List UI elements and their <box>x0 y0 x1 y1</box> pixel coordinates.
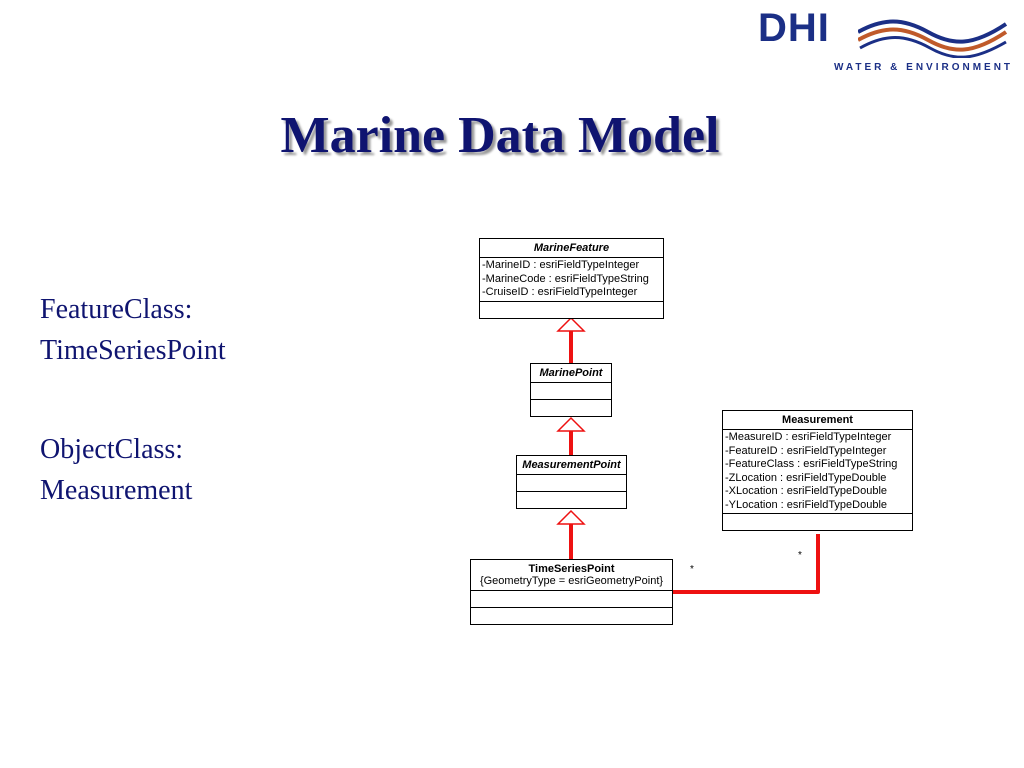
class-timeseriespoint[interactable]: TimeSeriesPoint {GeometryType = esriGeom… <box>470 559 673 625</box>
attribute: -FeatureID : esriFieldTypeInteger <box>725 444 887 457</box>
class-attributes <box>517 475 626 492</box>
logo-wordmark: DHI <box>758 6 830 50</box>
class-attributes: -MarineID : esriFieldTypeInteger -Marine… <box>480 258 663 302</box>
class-measurement[interactable]: Measurement -MeasureID : esriFieldTypeIn… <box>722 410 913 531</box>
class-attributes <box>531 383 611 400</box>
attribute: -MarineID : esriFieldTypeInteger <box>482 259 640 271</box>
multiplicity-left: * <box>690 564 694 575</box>
class-measurementpoint[interactable]: MeasurementPoint <box>516 455 627 509</box>
inheritance-marinepoint-to-marinefeature <box>556 316 586 363</box>
object-class-value: Measurement <box>40 475 193 506</box>
class-marinefeature[interactable]: MarineFeature -MarineID : esriFieldTypeI… <box>479 238 664 319</box>
class-operations <box>723 514 912 530</box>
class-name: MarineFeature <box>480 239 663 258</box>
class-header: TimeSeriesPoint {GeometryType = esriGeom… <box>471 560 672 591</box>
inheritance-timeseriespoint-to-measurementpoint <box>556 509 586 559</box>
class-name: Measurement <box>723 411 912 430</box>
attribute: -YLocation : esriFieldTypeDouble <box>725 498 888 511</box>
association-line <box>672 534 820 594</box>
class-name: TimeSeriesPoint <box>528 563 615 575</box>
wave-icon <box>858 19 1008 58</box>
object-class-label: ObjectClass: <box>40 434 184 465</box>
class-operations <box>471 608 672 624</box>
attribute: -MeasureID : esriFieldTypeInteger <box>725 431 892 443</box>
attribute: -CruiseID : esriFieldTypeInteger <box>482 286 638 298</box>
class-name: MeasurementPoint <box>517 456 626 475</box>
dhi-logo: DHI WATER & ENVIRONMENT <box>758 8 1014 78</box>
attribute: -ZLocation : esriFieldTypeDouble <box>725 471 887 484</box>
class-attributes <box>471 591 672 608</box>
attribute: -MarineCode : esriFieldTypeString <box>482 272 649 285</box>
inheritance-measurementpoint-to-marinepoint <box>556 416 586 455</box>
attribute: -FeatureClass : esriFieldTypeString <box>725 458 898 470</box>
class-constraint: {GeometryType = esriGeometryPoint} <box>479 575 664 587</box>
class-operations <box>480 302 663 318</box>
multiplicity-right: * <box>798 550 802 561</box>
class-operations <box>531 400 611 416</box>
class-operations <box>517 492 626 508</box>
slide-title: Marine Data Model <box>280 107 720 164</box>
feature-class-label: FeatureClass: <box>40 294 193 325</box>
feature-class-value: TimeSeriesPoint <box>40 335 226 366</box>
logo-tagline: WATER & ENVIRONMENT <box>834 62 1014 73</box>
attribute: -XLocation : esriFieldTypeDouble <box>725 485 888 497</box>
class-attributes: -MeasureID : esriFieldTypeInteger -Featu… <box>723 430 912 514</box>
class-name: MarinePoint <box>531 364 611 383</box>
class-marinepoint[interactable]: MarinePoint <box>530 363 612 417</box>
